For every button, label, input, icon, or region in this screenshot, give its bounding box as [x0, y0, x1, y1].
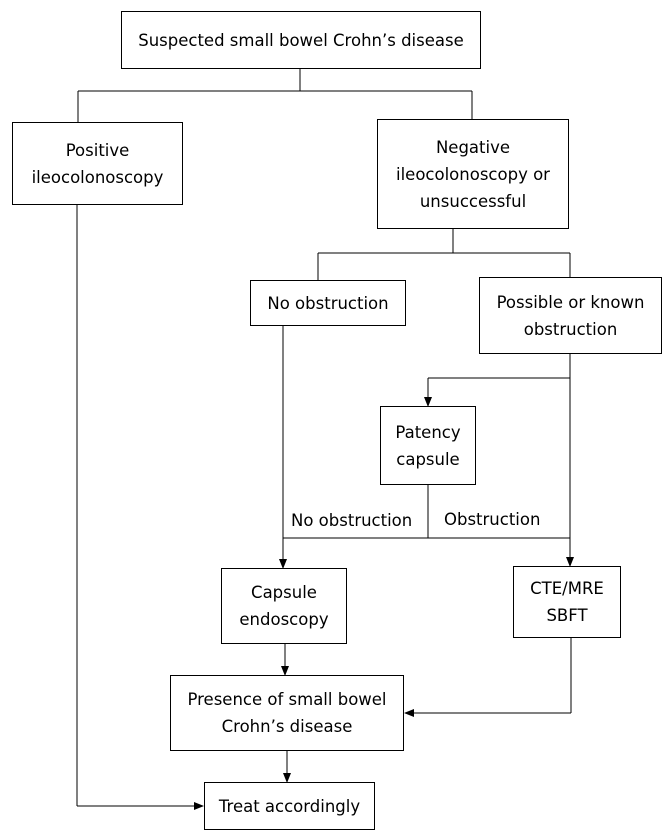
node-treat-accordingly: Treat accordingly — [204, 782, 375, 830]
edge-label-no-obstruction: No obstruction — [291, 511, 413, 530]
node-possible-obstruction: Possible or known obstruction — [479, 277, 662, 354]
node-presence: Presence of small bowel Crohn’s disease — [170, 675, 404, 751]
edge-label-obstruction: Obstruction — [444, 510, 541, 529]
node-cte-mre-sbft: CTE/MRE SBFT — [513, 566, 621, 638]
node-positive: Positive ileocolonoscopy — [12, 122, 183, 205]
node-capsule-endoscopy: Capsule endoscopy — [221, 568, 347, 644]
node-negative: Negative ileocolonoscopy or unsuccessful — [377, 119, 569, 229]
node-suspected: Suspected small bowel Crohn’s disease — [121, 11, 481, 69]
node-no-obstruction: No obstruction — [250, 280, 406, 326]
node-patency-capsule: Patency capsule — [380, 406, 476, 485]
